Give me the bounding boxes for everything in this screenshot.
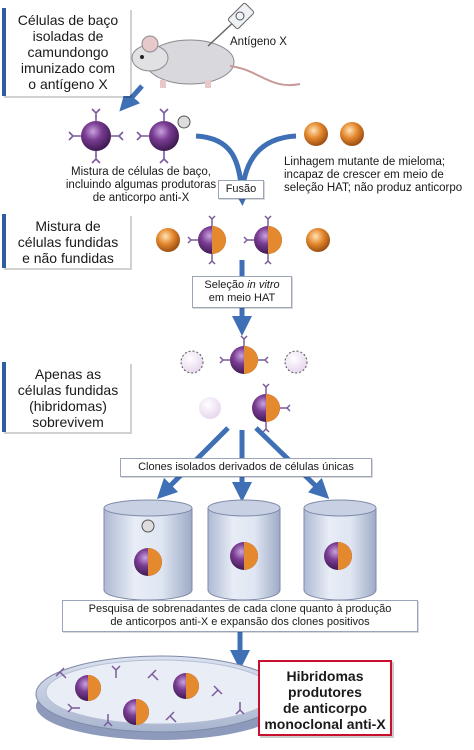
result-box: Hibridomas produtores de anticorpo monoc…: [258, 660, 392, 736]
clones-tag: Clones isolados derivados de células úni…: [120, 458, 372, 477]
antigen-label: Antígeno X: [230, 36, 287, 48]
myeloma-cells: [304, 122, 364, 146]
beaker-right: [303, 499, 377, 601]
spleen-cells: [68, 108, 191, 164]
culture-beakers: [103, 499, 377, 601]
spleen-mix-label: Mistura de células de baço, incluindo al…: [65, 166, 217, 204]
beaker-left: [103, 499, 193, 601]
fusion-tag: Fusão: [218, 180, 264, 199]
box-spleen-line: o antígeno X: [28, 76, 108, 92]
box-spleen-line: camundongo: [27, 44, 109, 60]
box-only-fused: Apenas as células fundidas (hibridomas) …: [2, 362, 130, 432]
screening-tag: Pesquisa de sobrenadantes de cada clone …: [62, 600, 418, 632]
box-spleen-line: Células de baço: [17, 12, 119, 28]
selection-tag: Seleção in vitro em meio HAT: [192, 276, 292, 308]
box-spleen-line: imunizado com: [20, 60, 116, 76]
myeloma-label: Linhagem mutante de mieloma; incapaz de …: [284, 156, 463, 194]
mouse-illustration: [131, 35, 301, 88]
box-mixture: Mistura de células fundidas e não fundid…: [2, 214, 130, 268]
syringe-icon: [207, 2, 255, 47]
beaker-middle: [207, 499, 281, 601]
box-spleen-line: isoladas de: [32, 28, 104, 44]
fused-mixture-cells: [156, 215, 330, 265]
petri-dish: [35, 655, 285, 740]
box-spleen-cells: Células de baço isoladas de camundongo i…: [2, 8, 130, 96]
hybridoma-cells: [180, 335, 308, 433]
